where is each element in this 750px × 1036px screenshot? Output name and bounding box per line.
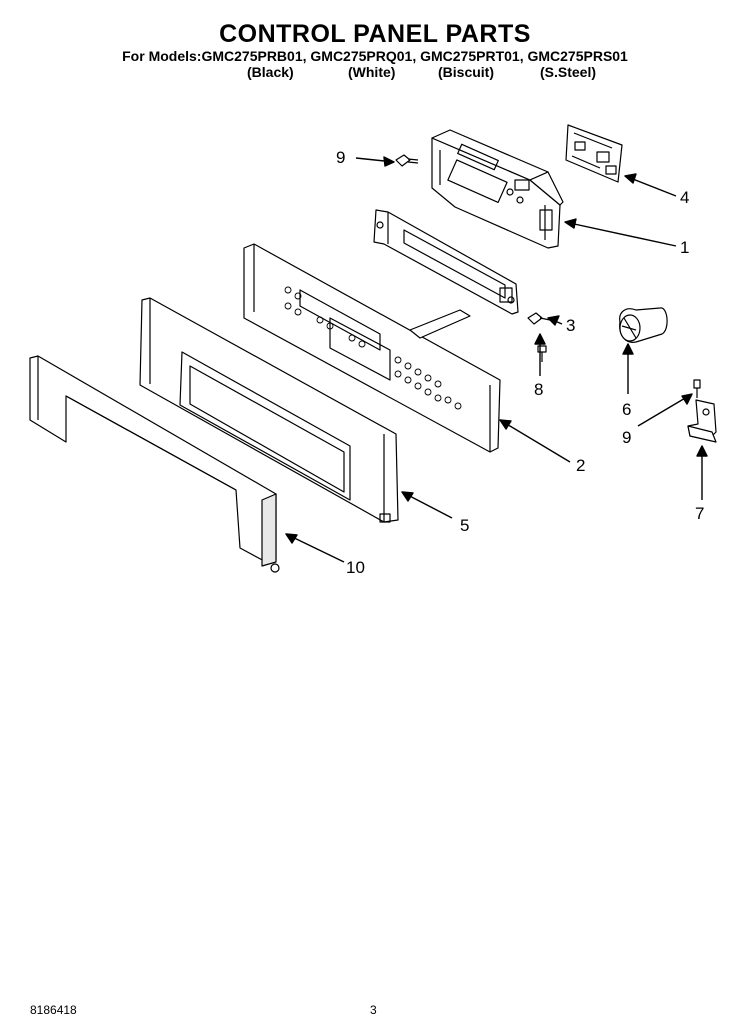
callout-9-lower: 9 [622,428,632,447]
control-panel-frame-part [139,297,399,523]
small-bracket-part [687,379,717,443]
callout-6: 6 [622,400,632,419]
callout-2: 2 [576,456,586,475]
leader-lines [285,156,708,563]
callout-10: 10 [346,558,365,577]
callout-3: 3 [566,316,576,335]
model-list: For Models:GMC275PRB01, GMC275PRQ01, GMC… [122,48,628,64]
callout-9-upper: 9 [336,148,346,167]
electronic-control-part [431,129,564,249]
control-panel-overlay-part [243,243,501,453]
screw-part-upper [395,154,419,167]
finish-label-biscuit: (Biscuit) [438,64,494,80]
finish-label-white: (White) [348,64,396,80]
finish-label-steel: (S.Steel) [540,64,597,80]
control-board-part [565,124,623,183]
callout-8: 8 [534,380,544,399]
callout-5: 5 [460,516,470,535]
finish-label-black: (Black) [247,64,294,80]
callout-4: 4 [680,188,690,207]
document-number: 8186418 [30,1003,77,1017]
callout-1: 1 [680,238,690,257]
page-title: CONTROL PANEL PARTS [219,20,531,48]
page-number: 3 [370,1003,377,1017]
knob-part [619,307,668,343]
screw-part-3 [527,312,551,325]
callout-7: 7 [695,504,705,523]
screw-part-8 [537,345,547,362]
end-cap-trim-part [29,355,280,573]
mounting-bracket-part [373,209,519,315]
